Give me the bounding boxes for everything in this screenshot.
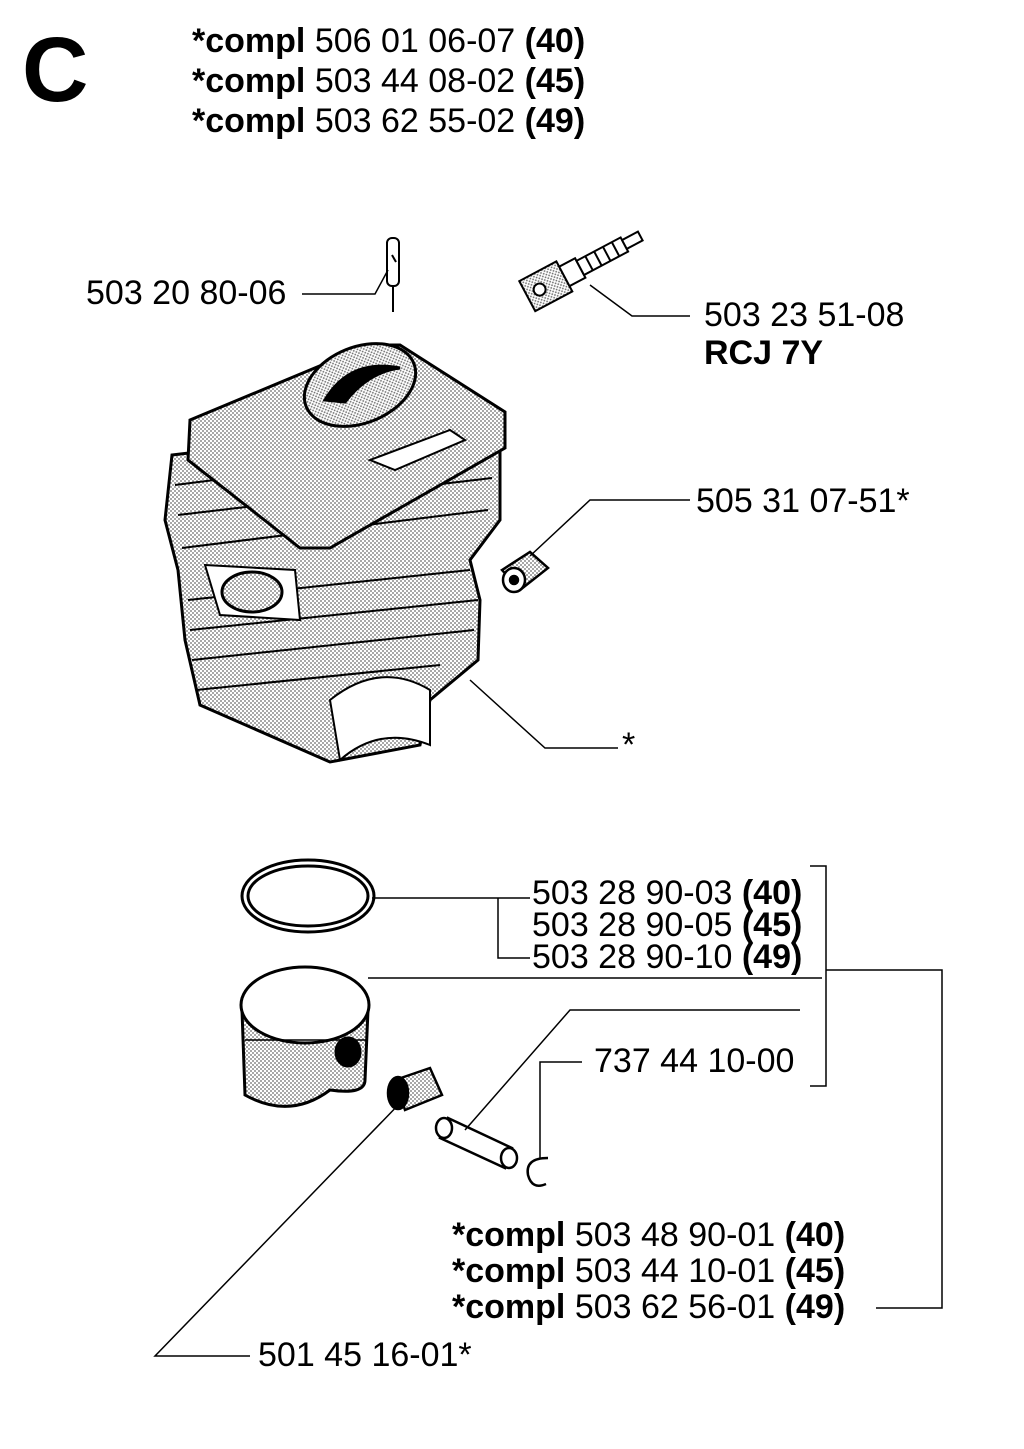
kit-row: *compl 503 62 56-01 (49) [452,1290,845,1324]
bracket-kits [826,969,943,1309]
header-part: 506 01 06-07 [314,22,516,60]
spark-plug [517,230,644,313]
kit-prefix: *compl [452,1252,566,1290]
header-variant: (45) [524,62,586,100]
kit-variant: (45) [784,1252,846,1290]
header-variant: (40) [524,22,586,60]
leader-gasket [469,679,618,749]
ring-part: 503 28 90-05 [532,906,733,944]
spark-plug-label: 503 23 51-08 [704,296,905,334]
header-part: 503 44 08-02 [314,62,516,100]
header-row: *compl 506 01 06-07 (40) [192,24,585,58]
spark-plug-type: RCJ 7Y [704,334,824,372]
leader-wrist-pin [464,1009,800,1131]
kit-part: 503 48 90-01 [574,1216,776,1254]
bracket-rings [497,898,530,959]
header-part: 503 62 55-02 [314,102,516,140]
ring-label-row: 503 28 90-10 (49) [532,940,802,974]
pin-label: 503 20 80-06 [86,274,287,312]
leader-circlip [539,1061,582,1158]
piston-ring [240,858,376,934]
bearing-label: 501 45 16-01* [258,1336,472,1374]
ring-label-row: 503 28 90-03 (40) [532,876,802,910]
kit-part: 503 44 10-01 [574,1252,776,1290]
header-prefix: *compl [192,102,306,140]
cylinder [163,342,507,764]
header-row: *compl 503 62 55-02 (49) [192,104,585,138]
gasket-label: * [622,726,636,764]
header-prefix: *compl [192,22,306,60]
kit-part: 503 62 56-01 [574,1288,776,1326]
piston [239,965,371,1108]
kit-variant: (40) [784,1216,846,1254]
dowel-pin [386,237,400,312]
ring-label-row: 503 28 90-05 (45) [532,908,802,942]
sleeve-label: 505 31 07-51* [696,482,910,520]
kit-variant: (49) [784,1288,846,1326]
ring-variant: (40) [741,874,803,912]
section-letter: C [22,19,89,121]
circlip-label: 737 44 10-00 [594,1042,795,1080]
kit-prefix: *compl [452,1216,566,1254]
kit-row: *compl 503 44 10-01 (45) [452,1254,845,1288]
leader-bearing [153,1097,406,1357]
ring-part: 503 28 90-03 [532,874,733,912]
leader-sleeve [529,499,690,557]
header-prefix: *compl [192,62,306,100]
ring-part: 503 28 90-10 [532,938,733,976]
needle-bearing [386,1066,444,1112]
ring-variant: (45) [741,906,803,944]
leader-pin [302,269,389,295]
ring-variant: (49) [741,938,803,976]
bracket-piston-set [810,865,827,1087]
header-variant: (49) [524,102,586,140]
kit-row: *compl 503 48 90-01 (40) [452,1218,845,1252]
sleeve-nut [500,550,550,594]
leader-spark-plug [589,284,690,317]
circlip [526,1156,549,1187]
header-row: *compl 503 44 08-02 (45) [192,64,585,98]
kit-prefix: *compl [452,1288,566,1326]
wrist-pin [434,1116,519,1170]
